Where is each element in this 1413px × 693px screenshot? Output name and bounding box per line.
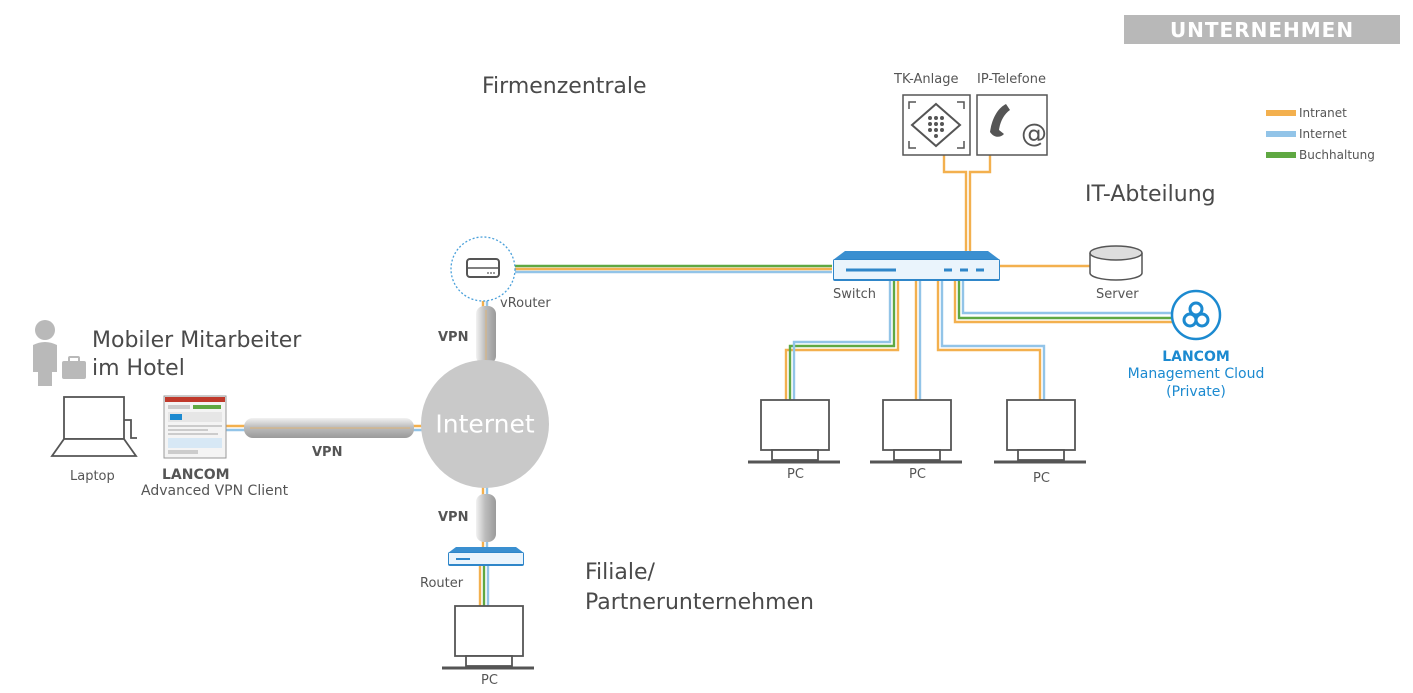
tk-anlage-label: TK-Anlage [894, 72, 959, 87]
tk-anlage-icon [902, 94, 971, 156]
legend-label-buchhaltung: Buchhaltung [1299, 148, 1375, 162]
section-title-it: IT-Abteilung [1085, 182, 1216, 207]
laptop-icon [50, 396, 138, 457]
vrouter-device [450, 236, 516, 302]
legend-item-buchhaltung: Buchhaltung [1266, 148, 1375, 162]
pc-icon-branch [442, 605, 534, 670]
vpn-tunnel-bottom [476, 494, 496, 542]
legend-swatch-intranet [1266, 110, 1296, 116]
switch-label: Switch [833, 287, 876, 302]
legend-label-internet: Internet [1299, 127, 1347, 141]
pc-label-branch: PC [481, 673, 498, 688]
section-title-branch-2: Partnerunternehmen [585, 590, 814, 615]
section-title-branch-1: Filiale/ [585, 560, 655, 585]
cloud-sub: (Private) [1166, 384, 1226, 400]
vpn-label-top: VPN [438, 330, 469, 345]
vpn-label-bottom: VPN [438, 510, 469, 525]
vpn-tunnel-top [476, 306, 496, 364]
legend-item-intranet: Intranet [1266, 106, 1347, 120]
section-title-hq: Firmenzentrale [482, 74, 647, 99]
ip-phones-label: IP-Telefone [977, 72, 1046, 87]
pc-label-2: PC [909, 467, 926, 482]
vpn-client-screenshot [163, 395, 227, 459]
pc-icon-2 [870, 399, 962, 464]
vpn-label-horizontal: VPN [312, 445, 343, 460]
management-cloud-icon [1170, 289, 1222, 341]
vpn-client-name: Advanced VPN Client [141, 483, 289, 499]
pc-label-1: PC [787, 467, 804, 482]
ip-phone-icon: @ [976, 94, 1048, 156]
internet-node [421, 360, 549, 488]
router-label: Router [420, 576, 464, 591]
page-badge: UNTERNEHMEN [1124, 15, 1400, 44]
pc-label-3: PC [1033, 471, 1050, 486]
branch-router-device [448, 547, 524, 566]
internet-label: Internet [435, 409, 535, 439]
section-title-mobile-2: im Hotel [92, 356, 185, 381]
switch-device [833, 251, 1000, 281]
cloud-name: Management Cloud [1127, 366, 1265, 382]
vrouter-label: vRouter [500, 296, 551, 311]
server-label: Server [1096, 287, 1139, 302]
svg-text:@: @ [1021, 119, 1047, 149]
cloud-brand: LANCOM [1162, 349, 1230, 365]
pc-icon-1 [748, 399, 840, 464]
section-title-mobile-1: Mobiler Mitarbeiter [92, 328, 302, 353]
mobile-worker-icon [33, 320, 86, 386]
legend-swatch-internet [1266, 131, 1296, 137]
legend-label-intranet: Intranet [1299, 106, 1347, 120]
server-icon [1089, 245, 1143, 281]
vpn-tunnel-horizontal [244, 418, 414, 438]
laptop-label: Laptop [70, 469, 115, 484]
legend-swatch-buchhaltung [1266, 152, 1296, 158]
connection-lines [226, 155, 1172, 606]
legend-item-internet: Internet [1266, 127, 1347, 141]
pc-icon-3 [994, 399, 1086, 464]
vpn-client-brand: LANCOM [162, 467, 230, 483]
